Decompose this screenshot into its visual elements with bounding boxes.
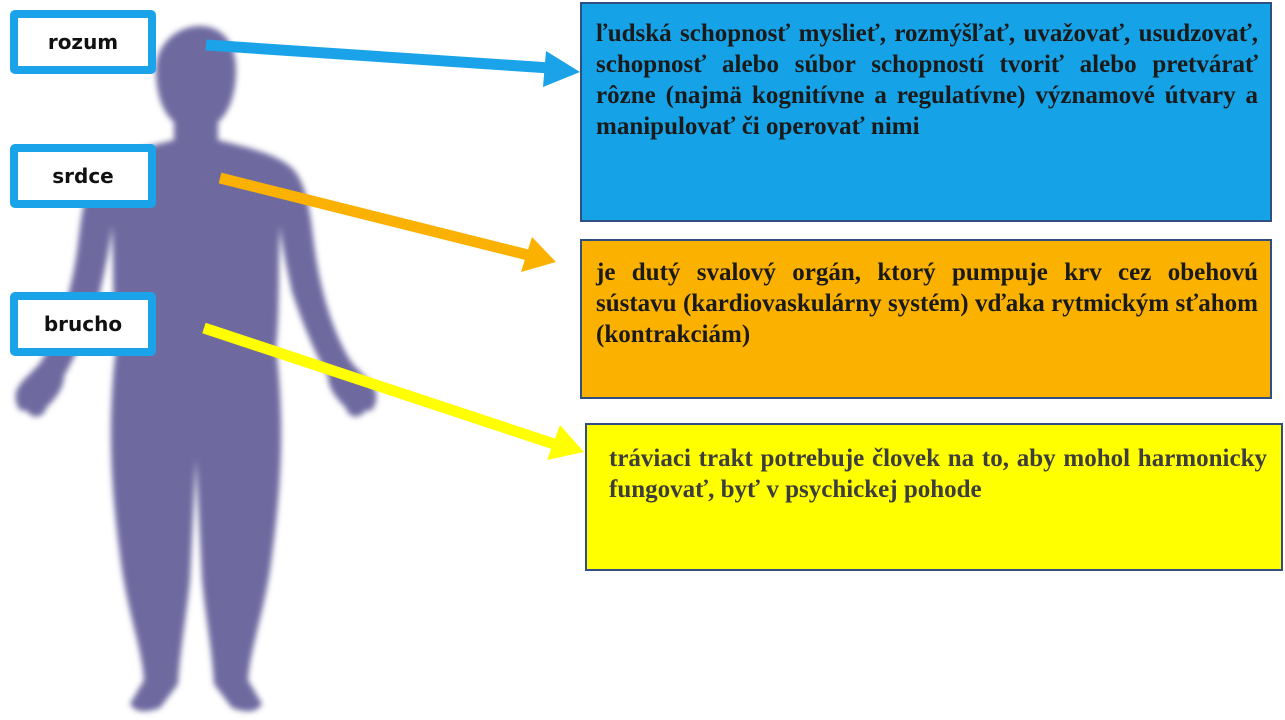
label-srdce: srdce bbox=[10, 144, 156, 208]
arrow-rozum-line bbox=[206, 45, 550, 68]
label-brucho: brucho bbox=[10, 292, 156, 356]
definition-brucho: tráviaci trakt potrebuje človek na to, a… bbox=[585, 423, 1283, 571]
arrow-rozum-head bbox=[543, 51, 580, 87]
definition-rozum: ľudská schopnosť myslieť, rozmýšľať, uva… bbox=[580, 2, 1272, 222]
definition-srdce: je dutý svalový orgán, ktorý pumpuje krv… bbox=[580, 239, 1272, 399]
arrow-rozum bbox=[206, 45, 580, 87]
label-rozum: rozum bbox=[10, 10, 156, 74]
